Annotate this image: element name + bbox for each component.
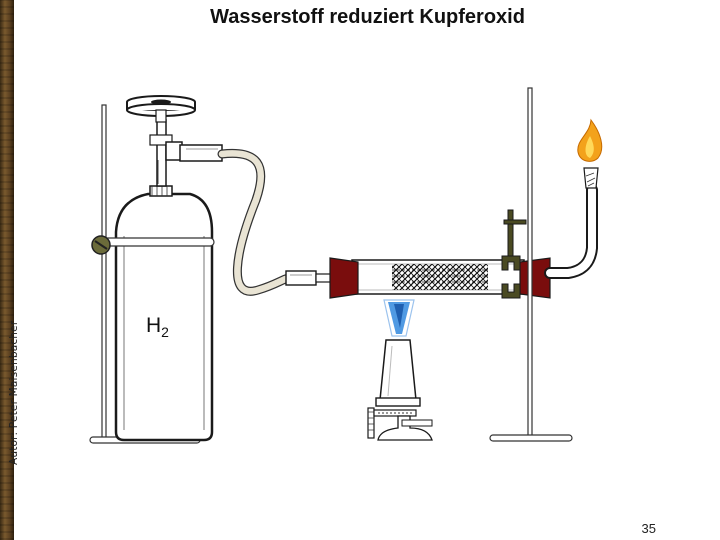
cylinder-valve bbox=[126, 95, 223, 187]
left-frame-bar bbox=[0, 0, 14, 540]
tube-clamp bbox=[501, 209, 527, 299]
bunsen-burner bbox=[367, 339, 433, 441]
hose-connector bbox=[285, 270, 335, 286]
gas-cylinder bbox=[114, 185, 214, 442]
cylinder-clamp bbox=[91, 235, 215, 255]
right-stopper bbox=[519, 257, 551, 299]
outlet-tube bbox=[544, 167, 599, 279]
rubber-hose bbox=[217, 148, 295, 296]
left-stopper bbox=[329, 257, 359, 299]
slide-title: Wasserstoff reduziert Kupferoxid bbox=[210, 6, 525, 28]
outlet-flame bbox=[577, 118, 603, 162]
burner-flame bbox=[383, 299, 415, 337]
right-retort-stand bbox=[489, 87, 573, 442]
page-number: 35 bbox=[641, 521, 656, 536]
gas-label: H2 bbox=[146, 314, 169, 340]
copper-oxide bbox=[392, 264, 488, 290]
